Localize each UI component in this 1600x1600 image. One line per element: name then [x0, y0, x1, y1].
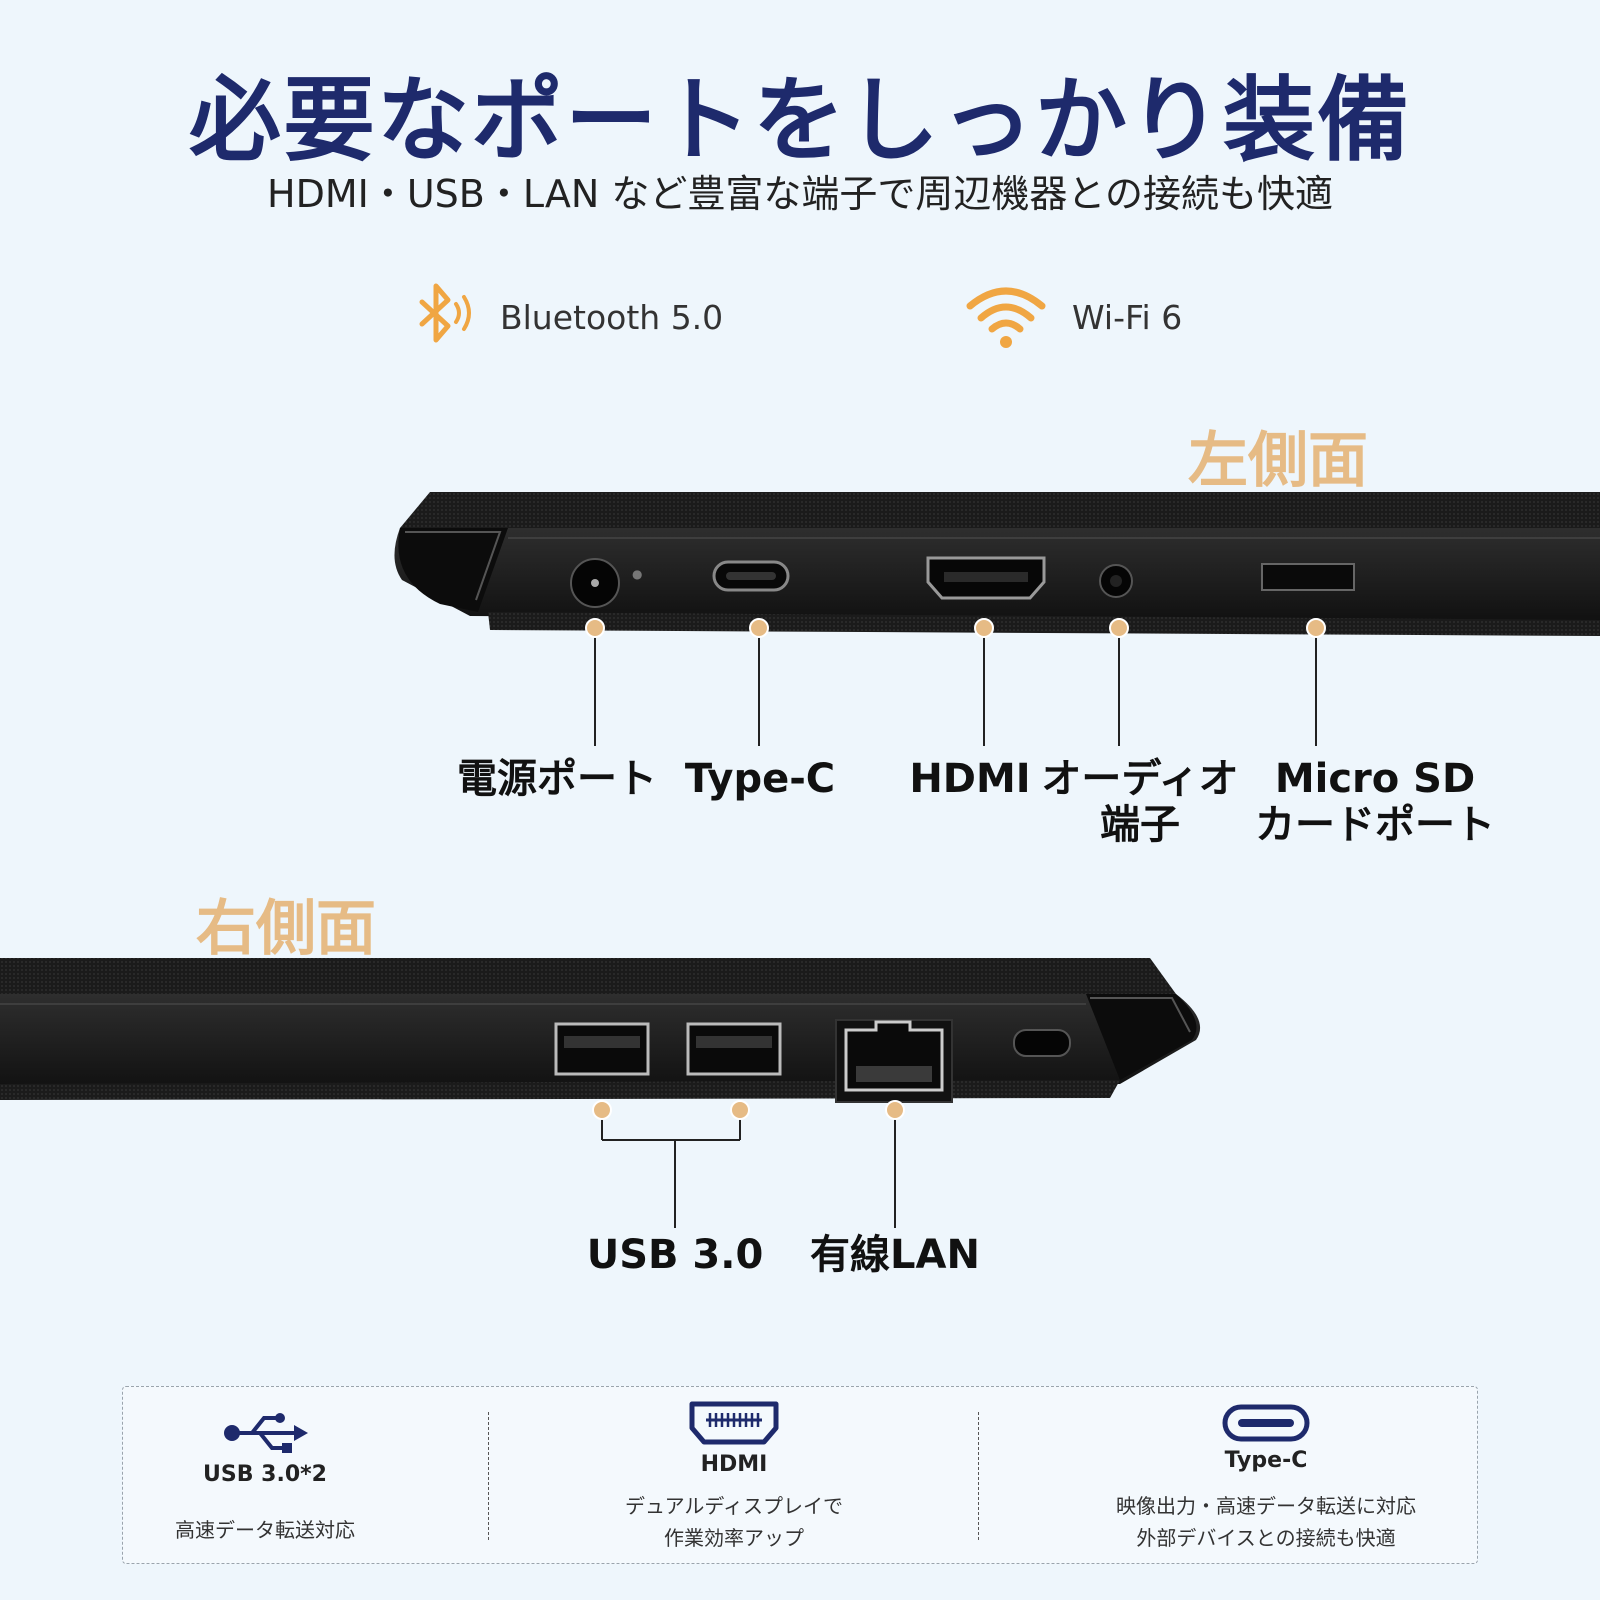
type-c-port-label: Type-C	[684, 756, 836, 802]
type-c-summary-title: Type-C	[1224, 1448, 1308, 1473]
hdmi-summary-desc-line1: デュアルディスプレイで	[625, 1494, 843, 1518]
audio-port-label-line1: オーディオ	[1041, 756, 1239, 802]
lan-port-label: 有線LAN	[810, 1232, 980, 1278]
wifi-icon	[966, 282, 1046, 352]
summary-divider	[978, 1412, 979, 1540]
left-side-heading: 左側面	[1188, 426, 1368, 496]
hdmi-summary-desc-line2: 作業効率アップ	[664, 1526, 804, 1550]
svg-text:●: ●	[632, 567, 642, 581]
right-side-heading: 右側面	[196, 894, 376, 964]
wifi-label: Wi-Fi 6	[1072, 298, 1183, 337]
type-c-summary-desc-line2: 外部デバイスとの接続も快適	[1136, 1526, 1396, 1550]
type-c-icon	[1222, 1404, 1310, 1442]
microsd-port-label-line1: Micro SD	[1274, 756, 1476, 802]
usb-port-label: USB 3.0	[586, 1232, 764, 1278]
hdmi-port-label: HDMI	[909, 756, 1031, 802]
microsd-port-label-line2: カードポート	[1255, 802, 1495, 848]
power-port-label: 電源ポート	[457, 756, 657, 802]
usb-summary-desc: 高速データ転送対応	[175, 1518, 355, 1542]
usb-summary-title: USB 3.0*2	[203, 1462, 327, 1487]
page-title: 必要なポートをしっかり装備	[188, 67, 1411, 174]
type-c-summary-desc-line1: 映像出力・高速データ転送に対応	[1116, 1494, 1416, 1518]
hdmi-summary-title: HDMI	[700, 1452, 768, 1477]
bluetooth-label: Bluetooth 5.0	[500, 298, 724, 337]
usb-icon	[222, 1410, 310, 1456]
summary-box	[122, 1386, 1478, 1564]
left-side-laptop: ●	[394, 492, 1600, 636]
right-callout-lines	[592, 1100, 905, 1228]
left-callout-lines	[585, 618, 1326, 746]
type-c-summary-desc: 映像出力・高速データ転送に対応 外部デバイスとの接続も快適	[1066, 1490, 1466, 1554]
summary-divider	[488, 1412, 489, 1540]
right-side-laptop	[0, 958, 1201, 1103]
page-subtitle: HDMI・USB・LAN など豊富な端子で周辺機器との接続も快適	[267, 172, 1333, 216]
audio-port-label-line2: 端子	[1100, 802, 1180, 848]
microsd-port-label: Micro SD カードポート	[1250, 756, 1500, 848]
hdmi-icon	[688, 1400, 780, 1446]
bluetooth-icon	[408, 280, 478, 350]
hdmi-summary-desc: デュアルディスプレイで 作業効率アップ	[584, 1490, 884, 1554]
audio-port-label: オーディオ 端子	[1040, 756, 1240, 848]
